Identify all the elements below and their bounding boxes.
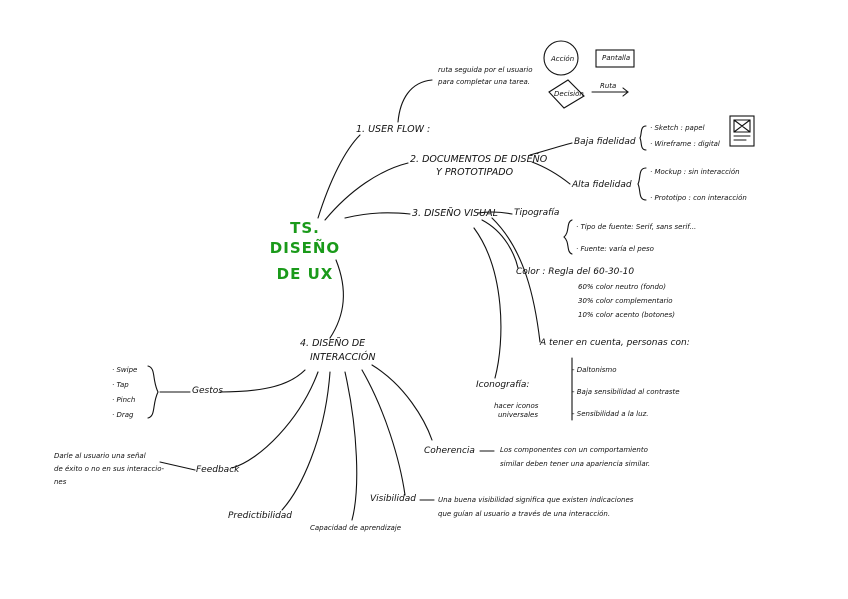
visibility-detail-2: que guían al usuario a través de una int… <box>438 510 611 518</box>
branch-coherence <box>371 364 433 441</box>
branch-feedback <box>231 371 319 469</box>
legend-screen-label: Pantalla <box>602 54 631 62</box>
main-title-line1: TS. DISEÑO <box>269 219 341 257</box>
color-label: Color : Regla del 60-30-10 <box>516 267 635 277</box>
wireframe-sketch-shape <box>729 115 755 147</box>
visibility-label: Visibilidad <box>370 494 417 504</box>
learning-label: Capacidad de aprendizaje <box>310 524 402 532</box>
interaction-label-1: 4. DISEÑO DE <box>300 338 366 349</box>
accessibility-item-3: - Sensibilidad a la luz. <box>572 410 649 418</box>
branch-documents <box>324 162 409 221</box>
low-fidelity-label: Baja fidelidad <box>574 137 636 147</box>
feedback-label: Feedback <box>196 465 240 475</box>
legend-screen-shape <box>595 49 635 68</box>
coherence-detail-2: similar deben tener una apariencia simil… <box>500 460 651 468</box>
documents-label-2: Y PROTOTIPADO <box>436 167 514 178</box>
iconography-detail-1: hacer iconos <box>494 402 539 410</box>
documents-label-1: 2. DOCUMENTOS DE DISEÑO <box>410 154 548 165</box>
iconography-label: Iconografía: <box>476 380 530 390</box>
accessibility-label: A tener en cuenta, personas con: <box>540 338 690 348</box>
brace-gestures <box>147 365 159 419</box>
user-flow-label: 1. USER FLOW : <box>356 124 431 135</box>
brace-typography <box>563 219 573 255</box>
main-title-line2: DE UX <box>276 265 334 283</box>
feedback-detail-1: Darle al usuario una señal <box>54 452 146 460</box>
visibility-detail-1: Una buena visibilidad significa que exis… <box>438 496 634 504</box>
color-item-1: 60% color neutro (fondo) <box>578 283 666 291</box>
coherence-label: Coherencia <box>424 446 475 456</box>
branch-gestures <box>219 369 306 393</box>
brace-high-fidelity <box>637 167 647 201</box>
high-fidelity-item-2: · Prototipo : con interacción <box>650 194 747 202</box>
main-title: TS. DISEÑO DE UX <box>262 218 348 284</box>
iconography-detail-2: universales <box>498 411 538 419</box>
color-item-3: 10% color acento (botones) <box>578 311 675 319</box>
branch-user-flow <box>317 134 361 219</box>
visual-design-label: 3. DISEÑO VISUAL <box>412 208 498 219</box>
color-item-2: 30% color complementario <box>578 297 673 305</box>
low-fidelity-item-2: · Wireframe : digital <box>650 140 720 148</box>
branch-color <box>481 219 519 269</box>
predictability-label: Predictibilidad <box>228 511 293 521</box>
feedback-detail-3: nes <box>54 478 67 486</box>
gesture-item-2: · Tap <box>112 381 129 389</box>
gesture-item-4: · Drag <box>112 411 134 419</box>
high-fidelity-label: Alta fidelidad <box>572 180 632 190</box>
accessibility-item-2: - Baja sensibilidad al contraste <box>572 388 680 396</box>
legend-decision-shape <box>548 79 585 109</box>
coherence-detail-1: Los componentes con un comportamiento <box>500 446 648 454</box>
typography-item-2: · Fuente: varía el peso <box>576 245 654 253</box>
branch-learning <box>344 371 358 521</box>
legend-decision-label: Decisión <box>554 90 584 98</box>
branch-interaction <box>329 259 344 339</box>
branch-doc-high <box>531 161 571 185</box>
high-fidelity-item-1: · Mockup : sin interacción <box>650 168 740 176</box>
branch-visibility <box>361 369 406 496</box>
feedback-detail-2: de éxito o no en sus interaccio- <box>54 465 165 473</box>
user-flow-definition-1: ruta seguida por el usuario <box>438 66 533 74</box>
legend-action-label: Acción <box>551 55 575 63</box>
gestures-label: Gestos <box>192 386 223 396</box>
accessibility-item-1: - Daltonismo <box>572 366 617 374</box>
gesture-item-3: · Pinch <box>112 396 136 404</box>
user-flow-definition-2: para completar una tarea. <box>438 78 531 86</box>
legend-route-label: Ruta <box>600 82 617 90</box>
branch-doc-low <box>529 142 573 156</box>
interaction-label-2: INTERACCIÓN <box>310 352 376 363</box>
legend-action-shape <box>543 40 579 76</box>
branch-iconography <box>473 227 502 379</box>
low-fidelity-item-1: · Sketch : papel <box>650 124 705 132</box>
branch-user-flow-def <box>397 79 433 123</box>
brace-low-fidelity <box>639 125 647 151</box>
typography-label: Tipografía <box>514 208 560 218</box>
branch-visual <box>344 212 411 219</box>
branch-feedback-link <box>159 461 196 471</box>
typography-item-1: · Tipo de fuente: Serif, sans serif... <box>576 223 697 231</box>
branch-accessibility <box>491 217 541 343</box>
gesture-item-1: · Swipe <box>112 366 138 374</box>
branch-typography <box>477 211 513 215</box>
branch-predictability <box>281 371 331 511</box>
